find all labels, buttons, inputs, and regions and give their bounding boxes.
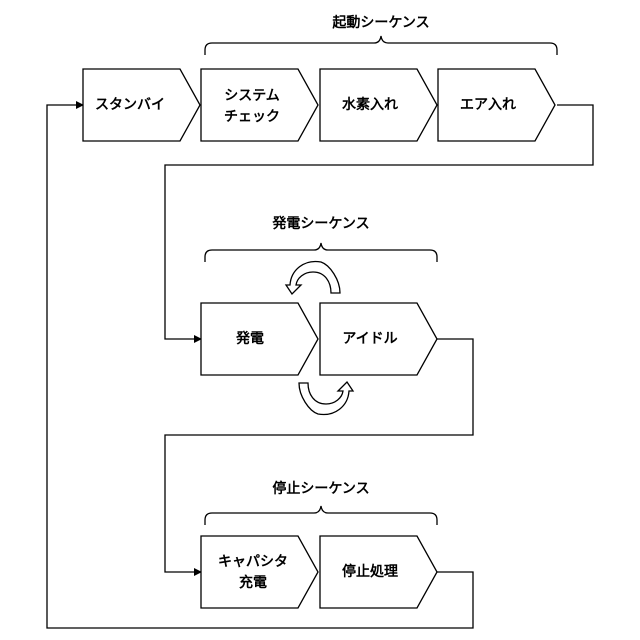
startup-sequence-title: 起動シーケンス [331, 14, 429, 31]
step-capacitor-charge-label-line2: 充電 [239, 574, 267, 591]
cycle-arrow-top-icon [286, 262, 340, 294]
step-idle-label: アイドル [342, 331, 397, 347]
step-stop-process-label: 停止処理 [342, 563, 398, 580]
step-capacitor-charge-label-line1: キャパシタ [218, 554, 288, 570]
step-air-in-label: エア入れ [460, 97, 516, 113]
step-generate-label: 発電 [235, 330, 264, 347]
generation-brace [205, 243, 437, 262]
shutdown-sequence-title: 停止シーケンス [272, 480, 369, 497]
step-capacitor-charge: キャパシタ 充電 [201, 536, 318, 608]
step-stop-process: 停止処理 [320, 536, 437, 608]
step-hydrogen-in-label: 水素入れ [342, 96, 398, 113]
step-system-check-label-line1: システム [224, 88, 280, 104]
cycle-arrow-bottom-icon [299, 382, 353, 414]
generation-sequence-title: 発電シーケンス [271, 215, 369, 232]
step-air-in: エア入れ [438, 69, 555, 141]
step-idle: アイドル [320, 303, 437, 375]
step-system-check: システム チェック [201, 69, 318, 141]
step-hydrogen-in: 水素入れ [320, 69, 437, 141]
step-generate: 発電 [201, 303, 318, 375]
startup-brace [205, 36, 557, 55]
shutdown-brace [205, 506, 437, 525]
step-standby: スタンバイ [83, 69, 200, 141]
step-system-check-label-line2: チェック [224, 109, 280, 125]
step-standby-label: スタンバイ [95, 97, 165, 113]
